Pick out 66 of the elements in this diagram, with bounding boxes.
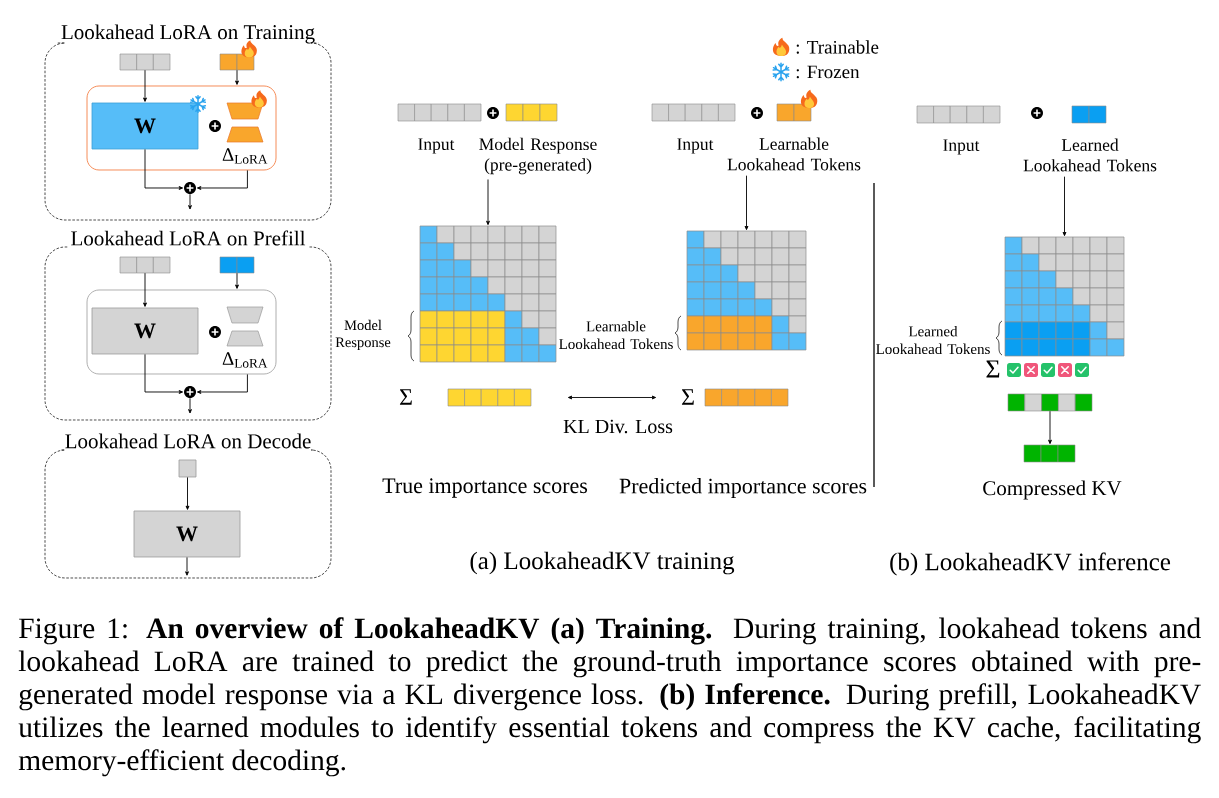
plus-junction (184, 182, 196, 194)
token-bar (219, 256, 255, 274)
score-label: True importance scores (382, 478, 588, 498)
token-label: Learnable Lookahead Tokens (727, 137, 861, 171)
panel-heading: Lookahead LoRA on Training (61, 24, 315, 44)
attention-grid (686, 230, 807, 351)
sum-sign: Σ (681, 389, 694, 405)
token-label: Input (943, 139, 980, 155)
figure-caption: Figure 1: An overview of LookaheadKV (a) Training. During training, lookahead tokens and lookahead LoRA are trained to predict the ground-truth importance scores obtained with pre-generated model response via a KL divergence loss. (b) Inference. During prefill, LookaheadKV utilizes the learned modules to identify essential tokens and compress the KV cache, facilitating memory-efficient decoding. (18, 617, 1201, 777)
token-bar (119, 53, 171, 71)
arrow (185, 556, 189, 576)
arrow (188, 193, 192, 210)
brace-label: Learnable Lookahead Tokens (559, 320, 673, 350)
weight-box: W (91, 307, 199, 355)
arrow (744, 175, 749, 231)
token-bar (219, 53, 255, 71)
sum-sign: Σ (986, 360, 1000, 378)
subfigure-caption: (a) LookaheadKV training (470, 551, 735, 575)
panel-heading: Lookahead LoRA on Prefill (71, 230, 306, 246)
token-bar (505, 103, 558, 122)
token-bar (1023, 444, 1076, 463)
edge-label: KL Div. Loss (563, 419, 673, 434)
token-bar (1071, 105, 1107, 124)
token-label: Input (677, 138, 714, 154)
delta-label: Δ$_{LoRA}$ (222, 148, 268, 164)
weight-box: W (133, 510, 241, 558)
token-bar (704, 388, 789, 407)
output-label: Compressed KV (983, 480, 1122, 500)
attention-grid (1004, 236, 1125, 357)
token-label: Learned Lookahead Tokens (1023, 138, 1157, 172)
brace-label: Model Response (335, 319, 391, 351)
token-bar (776, 103, 812, 122)
token-bar (397, 103, 482, 122)
arrow (1062, 176, 1067, 237)
arrow (486, 179, 490, 226)
brace-label: Learned Lookahead Tokens (876, 325, 990, 355)
plus-junction (184, 386, 196, 398)
arrow (144, 148, 184, 190)
arrow (143, 272, 147, 307)
token-bar (447, 388, 532, 407)
attention-grid (419, 225, 557, 363)
subfigure-caption: (b) LookaheadKV inference (890, 552, 1171, 576)
arrow (144, 353, 184, 394)
arrow (196, 169, 248, 190)
arrow (196, 373, 248, 394)
arrow (185, 476, 190, 510)
token-square (178, 459, 197, 478)
arrow (235, 272, 239, 289)
double-arrow (567, 395, 657, 400)
token-label: Input (418, 138, 455, 154)
delta-label: Δ$_{LoRA}$ (222, 352, 268, 368)
arrow (235, 69, 239, 85)
sum-sign: Σ (399, 389, 412, 405)
token-label: Model Response (pre-generated) (479, 137, 597, 175)
legend-text: : Frozen (796, 65, 860, 79)
token-bar (119, 256, 171, 274)
score-label: Predicted importance scores (619, 478, 867, 498)
arrow (143, 69, 147, 102)
legend-text: : Trainable (796, 40, 879, 54)
arrow (188, 397, 192, 414)
panel-heading: Lookahead LoRA on Decode (65, 433, 311, 449)
token-bar (651, 103, 736, 122)
token-bar (916, 105, 1001, 124)
weight-box: W (91, 102, 199, 150)
token-bar (1007, 393, 1093, 412)
arrow (1048, 410, 1052, 445)
